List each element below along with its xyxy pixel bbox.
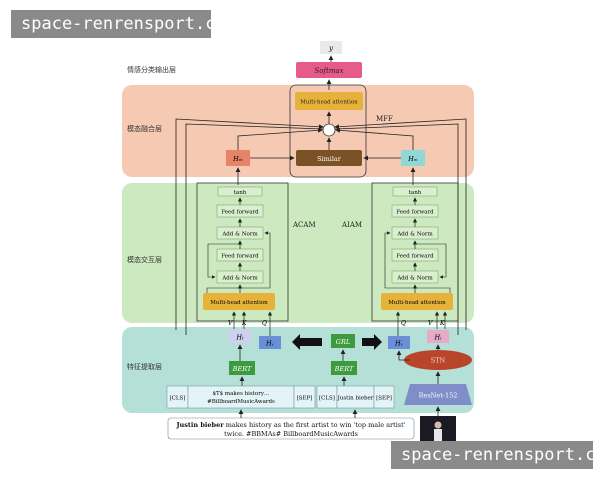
layer-label-fusion: 模态融合层	[127, 124, 162, 133]
aiam-tanh	[392, 186, 438, 197]
fusion-sum-node	[322, 123, 336, 137]
layer-label-feature: 特征提取层	[127, 362, 162, 371]
bert-left-label: BERT	[232, 365, 252, 373]
mff-attention-block	[295, 92, 363, 110]
text-token-line1: $T$ makes history…	[213, 391, 270, 397]
resnet-label: ResNet-152	[419, 392, 458, 400]
watermark-bottom: space-renrensport.com	[391, 441, 600, 469]
aiam-label: AIAM	[341, 221, 362, 229]
resnet-block	[404, 384, 472, 405]
target-token-label: Justin bieber	[337, 396, 374, 402]
aiam-attention-block	[381, 293, 453, 310]
mff-label: MFF	[376, 115, 393, 123]
aiam-q-label: Q	[401, 320, 406, 327]
hv-right-label: Hᵥ	[394, 340, 404, 348]
sep-token-left	[293, 385, 316, 409]
acam-addnorm-bottom-label: Add & Norm	[221, 276, 258, 282]
acam-v-label: V	[228, 320, 233, 327]
sep-token-right-label: [SEP]	[376, 396, 392, 402]
aiam-v-label: V	[428, 320, 433, 327]
hi-label: Hᵢ	[434, 334, 443, 342]
input-image-figure	[434, 421, 442, 429]
sep-token-right	[373, 385, 395, 409]
hv-right-block	[388, 336, 410, 349]
input-sentence-rest: makes history as the first artist to win…	[223, 421, 406, 438]
input-sentence-box	[167, 417, 415, 440]
layer-label-output: 情感分类输出层	[127, 65, 176, 74]
bert-right-label: BERT	[334, 365, 354, 373]
watermark-top: space-renrensport.com	[11, 10, 236, 38]
acam-label: ACAM	[292, 221, 316, 229]
ht-label: Hₜ	[235, 334, 244, 342]
sep-token-left-label: [SEP]	[297, 396, 313, 402]
y-box	[320, 41, 342, 54]
grl-block	[331, 334, 355, 348]
text-token-line2: #BillboardMusicAwards	[207, 399, 275, 405]
cls-token-right-label: [CLS]	[319, 396, 335, 402]
softmax-block	[296, 62, 362, 78]
acam-tanh-label: tanh	[234, 190, 247, 196]
stn-block	[404, 350, 472, 370]
hm-left-label: Hₘ	[232, 155, 243, 163]
similar-label: Similar	[317, 155, 342, 163]
cls-token-left-label: [CLS]	[170, 396, 186, 402]
acam-attention-block	[203, 293, 275, 310]
bert-left-block	[229, 361, 255, 375]
hm-right-label: Hₘ	[407, 155, 418, 163]
acam-addnorm-top-label: Add & Norm	[221, 232, 258, 238]
bert-right-block	[331, 361, 357, 375]
acam-container	[196, 182, 289, 322]
input-sentence-target: Justin bieber	[176, 421, 224, 429]
grl-label: GRL	[336, 338, 350, 346]
hm-right-block	[401, 150, 425, 166]
aiam-addnorm-bottom-label: Add & Norm	[396, 276, 433, 282]
fusion-band	[122, 85, 474, 177]
mff-container	[289, 84, 367, 178]
aiam-k-label: K	[439, 320, 445, 327]
hi-block	[427, 330, 449, 343]
aiam-feedforward-top-label: Feed forward	[396, 210, 434, 216]
aiam-tanh-label: tanh	[409, 190, 422, 196]
acam-attention-label: Multi-head attention	[210, 300, 268, 306]
aiam-feedforward-bottom-label: Feed forward	[396, 254, 434, 260]
hm-left-block	[226, 150, 250, 166]
similar-block	[296, 150, 362, 166]
aiam-addnorm-top-label: Add & Norm	[396, 232, 433, 238]
y-label: y	[328, 45, 334, 53]
hv-left-block	[259, 336, 281, 349]
input-sentence: Justin bieber makes history as the first…	[170, 421, 412, 439]
acam-q-label: Q	[262, 320, 267, 327]
hv-left-label: Hᵥ	[265, 340, 275, 348]
layer-label-interaction: 模态交互层	[127, 255, 162, 264]
acam-tanh	[217, 186, 263, 197]
arrow-to-left	[292, 334, 322, 350]
stn-label: STN	[431, 357, 446, 365]
acam-feedforward-top-label: Feed forward	[221, 210, 259, 216]
softmax-label: Softmax	[314, 67, 343, 75]
ht-block	[229, 330, 251, 343]
mff-attention-label: Multi-head attention	[300, 100, 358, 106]
aiam-attention-label: Multi-head attention	[388, 300, 446, 306]
arrow-to-right	[362, 334, 382, 350]
acam-feedforward-bottom-label: Feed forward	[221, 254, 259, 260]
aiam-container	[371, 182, 459, 322]
